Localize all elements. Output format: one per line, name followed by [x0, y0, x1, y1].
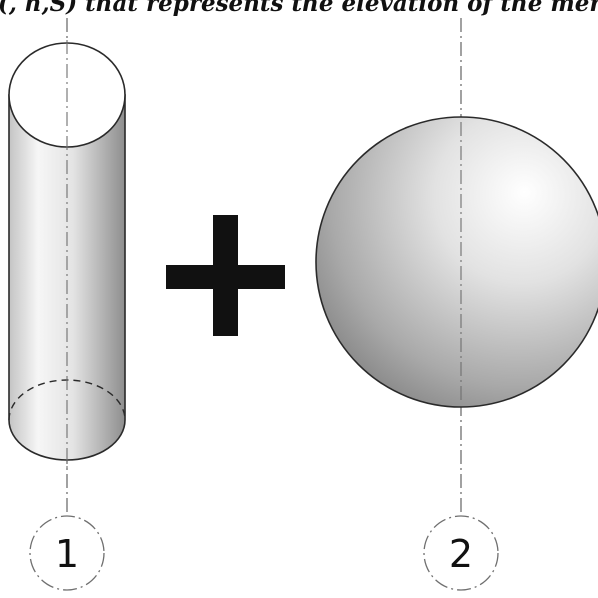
- label-2-text: 2: [449, 532, 473, 576]
- sphere-shape: [315, 116, 598, 408]
- caption-text: (, h,S) that represents the elevation of…: [0, 0, 598, 17]
- label-marker-1: 1: [29, 515, 105, 591]
- cylinder-body: [8, 94, 126, 461]
- plus-sign: [166, 215, 285, 336]
- label-marker-2: 2: [423, 515, 499, 591]
- label-1-text: 1: [55, 532, 79, 576]
